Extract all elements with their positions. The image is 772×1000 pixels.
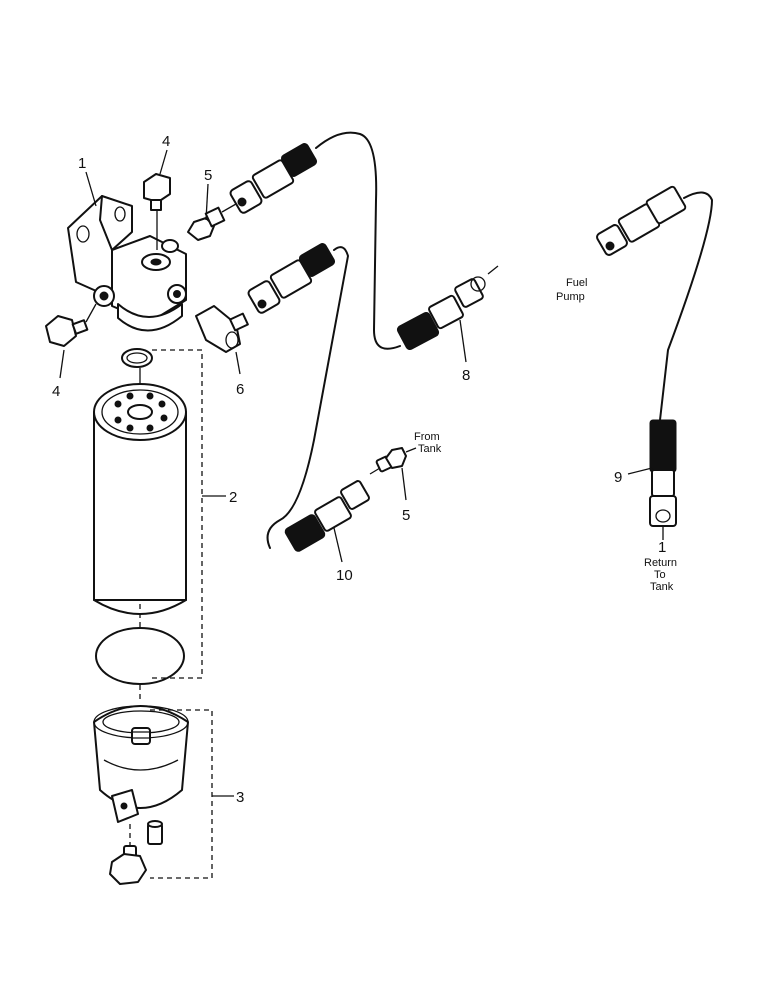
plug-top: [143, 173, 171, 250]
note-fuel-pump-2: Pump: [556, 291, 585, 303]
callout-5-tank: 5: [402, 507, 410, 524]
callout-3: 3: [236, 789, 244, 806]
plug-side: [45, 303, 97, 347]
connector-tank: [369, 447, 417, 475]
note-from-tank-1: From: [414, 431, 440, 443]
callout-1-head: 1: [78, 155, 86, 172]
note-fuel-pump-1: Fuel: [566, 277, 587, 289]
callout-5-head: 5: [204, 167, 212, 184]
hose-10: [247, 243, 370, 552]
note-return-1: Return: [644, 557, 677, 569]
note-from-tank-2: Tank: [418, 443, 442, 455]
callout-4-top: 4: [162, 133, 170, 150]
filter-element: [93, 348, 187, 700]
callout-6: 6: [236, 381, 244, 398]
callout-8: 8: [462, 367, 470, 384]
note-return-3: Tank: [650, 581, 674, 593]
hose-8: [229, 131, 499, 351]
elbow-fitting: [195, 305, 249, 353]
hose-9: [596, 185, 713, 527]
callout-4-side: 4: [52, 383, 60, 400]
note-return-2: To: [654, 569, 666, 581]
callout-2: 2: [229, 489, 237, 506]
callout-9: 9: [614, 469, 622, 486]
connector-head: [187, 203, 237, 241]
bowl-assembly: [93, 705, 189, 885]
callout-10: 10: [336, 567, 353, 584]
callout-1-return: 1: [658, 539, 666, 556]
bracket-3: [150, 709, 213, 879]
filter-head: [67, 195, 187, 332]
